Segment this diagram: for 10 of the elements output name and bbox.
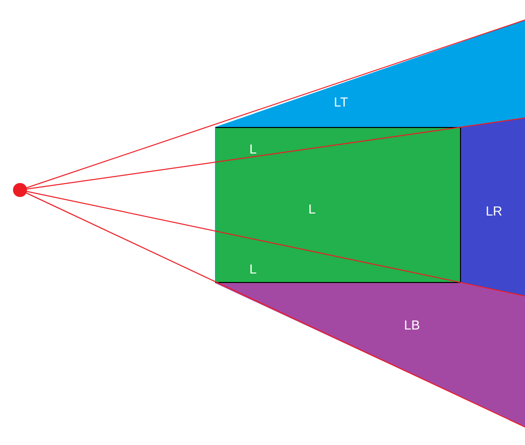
region-label: L bbox=[308, 202, 316, 216]
upper-wedge-region bbox=[215, 20, 525, 127]
region-label: L bbox=[249, 262, 257, 276]
lower-wedge-region bbox=[215, 283, 525, 427]
region-label: LT bbox=[334, 94, 348, 110]
region-label: LR bbox=[486, 204, 502, 218]
region-label: L bbox=[249, 142, 257, 156]
region-label: LB bbox=[404, 318, 420, 332]
central-rectangle bbox=[215, 127, 461, 283]
right-region bbox=[461, 118, 525, 296]
